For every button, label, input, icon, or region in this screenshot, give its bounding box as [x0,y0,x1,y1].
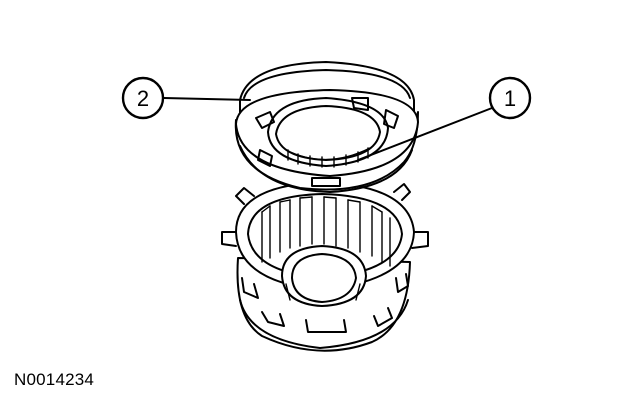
drum-housing [221,181,429,352]
callout-2: 2 [121,76,251,120]
callout-2-number: 2 [137,86,149,111]
callout-1-number: 1 [504,86,516,111]
callout-1: 1 [357,76,532,161]
upper-seal-ring [234,61,419,193]
figure-reference-code: N0014234 [14,370,95,389]
